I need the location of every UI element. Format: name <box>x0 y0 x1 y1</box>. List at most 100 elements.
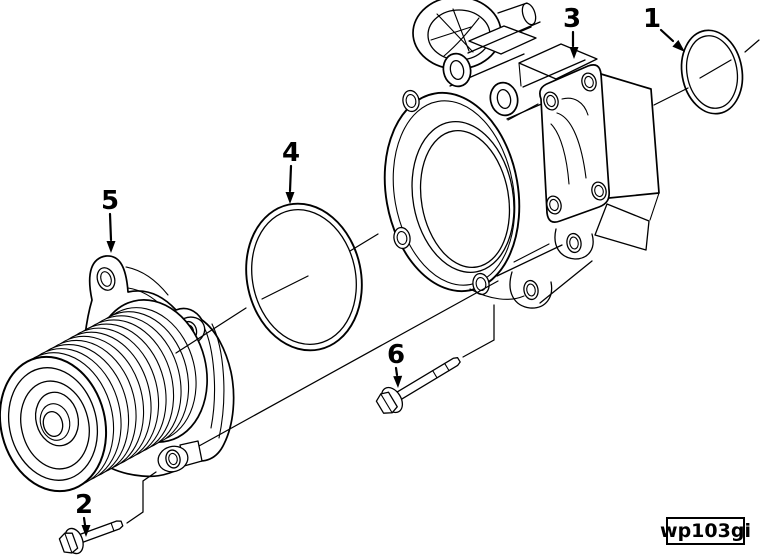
assembly-axis-lines <box>126 39 760 524</box>
callout-3-number: 3 <box>563 4 581 34</box>
collar-stub-line <box>497 2 528 14</box>
pump-flange-contour <box>203 326 216 429</box>
figure-code-box: wp103gi <box>660 517 751 545</box>
callout-6-arrowhead <box>393 375 403 388</box>
callout-6: 6 <box>387 340 405 388</box>
callout-1-leader <box>659 28 675 43</box>
flange-bolt-hole-inner <box>396 230 408 246</box>
housing-web <box>513 243 550 263</box>
callout-3-arrowhead <box>569 47 579 59</box>
pulley-dish <box>20 380 90 470</box>
axis-line-segment <box>744 39 760 53</box>
housing-bore-outer <box>411 121 515 273</box>
figure-code-label: wp103gi <box>660 520 751 542</box>
housing-web <box>507 103 539 121</box>
pulley-hub-step <box>39 403 71 441</box>
axis-line-segment <box>175 307 247 354</box>
pump-ear-bottom-hole-inner <box>168 452 178 466</box>
hex-flange-bolt-short <box>58 520 124 555</box>
axis-line-segment <box>349 233 379 252</box>
bolt-hex-facet <box>380 393 393 414</box>
boss-tube-line <box>522 59 586 88</box>
boss-tube-bore <box>449 59 465 81</box>
boss-tube-end <box>489 81 519 117</box>
bolt-thread-band <box>432 370 438 379</box>
flange-bolt-hole-inner <box>405 93 417 109</box>
callout-6-leader <box>394 366 399 377</box>
o-ring-small <box>680 29 744 115</box>
boss-tube-end <box>442 52 472 88</box>
flange-face-passage <box>550 123 570 185</box>
water-pump-assembly <box>0 255 235 493</box>
callout-4-number: 4 <box>282 138 300 168</box>
pump-flange-contour <box>211 323 225 439</box>
callout-2: 2 <box>75 490 93 537</box>
pulley-face-rim-inner <box>7 367 99 481</box>
o-ring-large-inner <box>251 208 357 346</box>
collar-stub-end <box>521 2 537 26</box>
housing-foot-hole-inner <box>526 283 536 297</box>
boss-tube-bore <box>496 88 512 110</box>
callout-4-arrowhead <box>285 192 295 204</box>
callout-2-leader <box>82 516 87 527</box>
housing-foot-bar <box>496 244 563 277</box>
flange-face-passage <box>561 97 589 116</box>
housing-foot-lobe <box>554 228 594 260</box>
collar-vane <box>430 26 472 41</box>
pulley-center-bore <box>42 411 64 437</box>
bolt-thread-band <box>110 522 115 532</box>
housing-foot-bar <box>539 260 593 304</box>
projection-line-bolt-6 <box>462 304 495 358</box>
callout-5-arrowhead <box>106 241 116 253</box>
housing-foot-hole <box>523 279 539 301</box>
housing-foot-lobe <box>509 271 553 309</box>
callout-1-number: 1 <box>643 4 661 34</box>
axis-line-segment <box>261 275 309 300</box>
bolt-hex-facet <box>64 532 73 554</box>
housing-web <box>469 288 525 300</box>
housing-foot-hole-inner <box>569 236 579 250</box>
callout-5-number: 5 <box>101 186 119 216</box>
pump-ear-top-hole-inner <box>100 271 112 287</box>
water-pump-housing <box>383 0 660 309</box>
pump-bracket-arm-line <box>125 266 169 296</box>
housing-top-block <box>518 43 598 80</box>
housing-box-outline <box>600 73 660 199</box>
callout-2-number: 2 <box>75 490 93 520</box>
housing-box-lower <box>594 203 650 251</box>
callout-6-number: 6 <box>387 340 405 370</box>
callout-1: 1 <box>643 4 685 52</box>
housing-box-edge <box>649 192 660 221</box>
flange-face-passage <box>556 112 587 179</box>
o-ring-small-inner <box>685 35 739 109</box>
flange-bolt-hole <box>393 226 411 250</box>
o-ring-large <box>245 202 363 352</box>
callout-5: 5 <box>101 186 119 253</box>
right-flange-hole-inner <box>594 184 604 198</box>
projection-line-bolt-2 <box>126 471 157 524</box>
collar-vane <box>443 17 480 57</box>
projection-line-housing-to-pump <box>198 280 499 447</box>
o-ring-small-outer <box>680 29 744 115</box>
flange-bolt-hole <box>402 89 420 113</box>
callout-2-arrowhead <box>81 525 91 537</box>
callout-4: 4 <box>282 138 300 204</box>
callout-4-leader <box>288 164 293 193</box>
housing-bore-inner <box>419 129 511 269</box>
axis-line-segment <box>653 87 689 106</box>
callout-1-arrowhead <box>672 40 685 52</box>
right-flange-hole-inner <box>549 198 559 212</box>
hex-flange-bolt-long <box>375 357 461 414</box>
right-flange-hole-inner <box>584 75 594 89</box>
callout-5-leader <box>108 212 113 242</box>
axis-line-segment <box>699 59 732 79</box>
o-ring-large-outer <box>245 202 363 352</box>
right-flange-hole-inner <box>546 94 556 108</box>
housing-foot-hole <box>566 232 582 254</box>
housing-top-block <box>468 25 537 55</box>
callout-3: 3 <box>563 4 581 59</box>
housing-flange-rim <box>392 100 516 286</box>
bolt-thread-band <box>444 362 450 372</box>
